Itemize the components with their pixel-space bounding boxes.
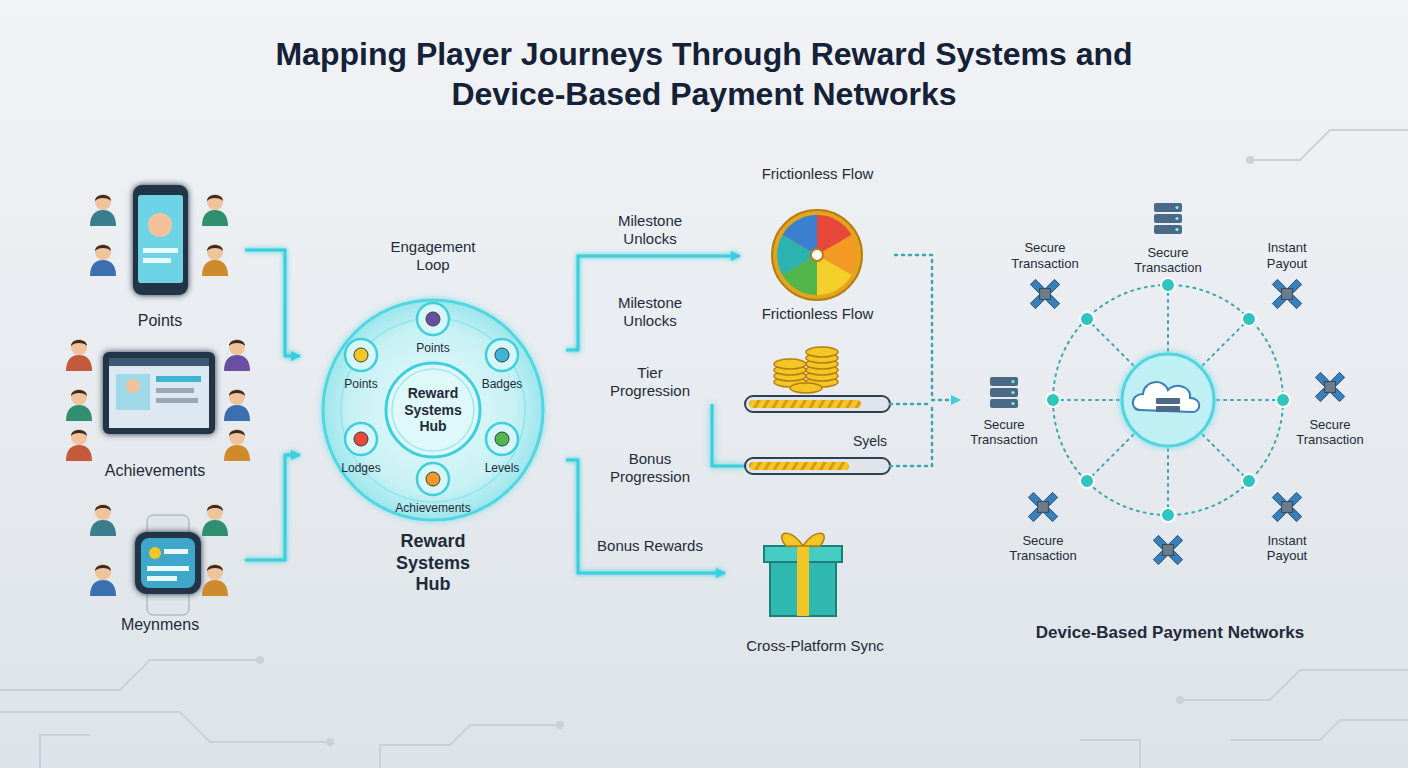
connector [245,250,300,356]
node-group: Secure Transaction [1124,200,1212,276]
badge-circle [343,337,379,373]
node-group: Secure Transaction [999,486,1087,564]
flow-label: Bonus Progression [594,450,706,486]
node-text: Secure Transaction [1002,533,1084,564]
badge-ring [486,423,518,455]
node-text: Engagement Loop [383,238,483,274]
edge-label: Bonus Rewards [594,537,706,555]
hub-core-circle: Reward Systems Hub [383,360,483,460]
node-text: Badges [482,377,523,391]
node-text: Secure Transaction [1004,240,1086,271]
flow-label: Milestone Unlocks [594,294,706,330]
node-text: Secure Transaction [964,417,1044,448]
node-group: Frictionless FlowFrictionless Flow [740,165,895,323]
node-group: Achievements [55,335,255,480]
node-group: Cross-Platform Sync [725,520,905,655]
node-text: Lodges [341,461,380,475]
hub-ring [392,369,474,451]
badge-circle [484,337,520,373]
badge-circle [415,461,451,497]
node-group: Secure Transaction [1001,240,1089,312]
node-text: Secure Transaction [1127,245,1209,276]
node-group: Engagement LoopReward Systems HubReward … [300,238,566,596]
node-group: Points [75,180,245,330]
badge-circle [343,421,379,457]
node-text: Points [416,341,449,355]
badge-glyph [426,312,440,326]
connector [566,256,740,350]
badge-ring [345,423,377,455]
badge-glyph [426,472,440,486]
node-text: Instant Payout [1247,240,1327,271]
node-text: Meynmens [121,615,199,634]
badge-ring [345,339,377,371]
node-text: Instant Payout [1247,533,1327,564]
node-text: Reward Systems Hub [395,385,471,435]
node-group: Device-Based Payment Networks Secure Tran… [960,195,1380,643]
node-text: Secure Transaction [1290,417,1370,448]
flow-label: Syels [840,433,900,450]
connector [255,404,300,407]
flow-label: Tier Progression [600,364,700,400]
reward-badge: Badges [457,337,547,391]
badge-ring [417,303,449,335]
reward-badge: Achievements [388,461,478,515]
badge-glyph [495,348,509,362]
node-text: Points [344,377,377,391]
node-text: Points [138,311,182,330]
node-text: Cross-Platform Sync [746,637,884,655]
node-text: Frictionless Flow [762,305,874,323]
node-group: Secure Transaction [1287,365,1373,448]
hub-core [386,363,480,457]
reward-badge: Levels [457,421,547,475]
diagram-title: Mapping Player Journeys Through Reward S… [244,34,1164,114]
reward-badge: Points [316,337,406,391]
node-text: Reward Systems Hub [383,531,483,596]
badge-circle [484,421,520,457]
connector [245,455,300,560]
node-group: Meynmens [75,492,245,634]
badge-glyph [354,432,368,446]
reward-badge: Points [388,301,478,355]
badge-ring [417,463,449,495]
node-text: Levels [485,461,520,475]
edge-label: Milestone Unlocks [594,212,706,248]
badge-ring [486,339,518,371]
connector [895,255,960,400]
badge-glyph [354,348,368,362]
reward-badge: Lodges [316,421,406,475]
node-text: Achievements [395,501,470,515]
node-group: Instant Payout [1244,240,1330,312]
node-text: Frictionless Flow [762,165,874,183]
node-text: Device-Based Payment Networks [1036,623,1304,643]
node-text: Achievements [105,461,206,480]
node-group: Instant Payout [1244,486,1330,564]
node-group: Secure Transaction [961,372,1047,448]
badge-circle [415,301,451,337]
badge-glyph [495,432,509,446]
